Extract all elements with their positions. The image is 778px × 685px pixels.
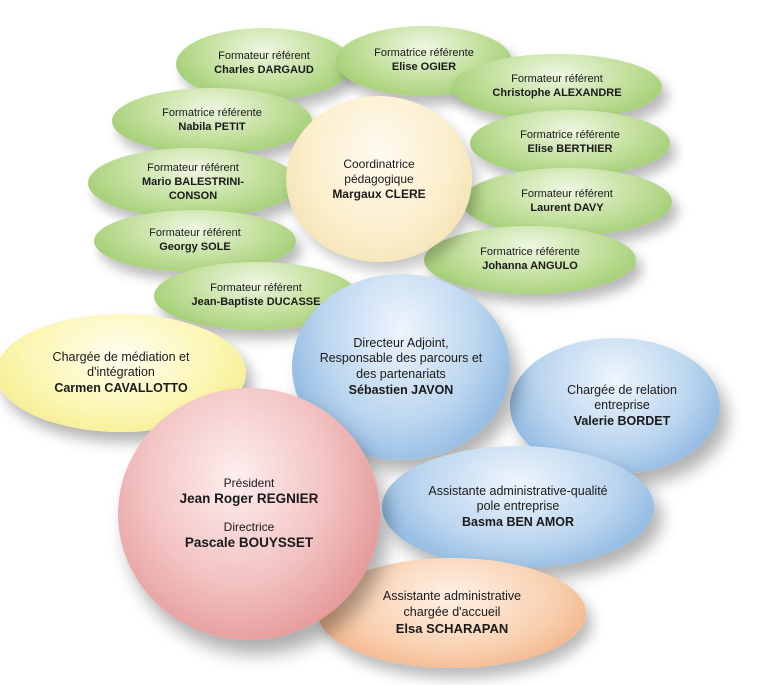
role-label: Formatrice référente bbox=[374, 47, 474, 60]
bubble-christophe-alexandre: Formateur référent Christophe ALEXANDRE bbox=[452, 54, 662, 120]
role-label: Assistante administrative-qualité pole e… bbox=[428, 483, 608, 514]
role-label: Formateur référent bbox=[521, 188, 613, 201]
role-label-president: Président bbox=[223, 476, 275, 491]
person-name: Carmen CAVALLOTTO bbox=[54, 380, 188, 395]
bubble-basma-ben-amor: Assistante administrative-qualité pole e… bbox=[382, 446, 654, 568]
person-name: Georgy SOLE bbox=[159, 241, 231, 253]
bubble-president-directrice: Président Jean Roger REGNIER Directrice … bbox=[118, 388, 380, 640]
role-label: Coordinatrice pédagogique bbox=[343, 156, 415, 186]
bubble-laurent-davy: Formateur référent Laurent DAVY bbox=[462, 168, 672, 236]
role-label: Formateur référent bbox=[511, 73, 603, 86]
person-name: Laurent DAVY bbox=[530, 202, 604, 214]
role-label: Assistante administrative chargée d'accu… bbox=[382, 589, 522, 619]
person-name: Nabila PETIT bbox=[178, 121, 246, 133]
person-name: Mario BALESTRINI-CONSON bbox=[141, 176, 245, 202]
role-label: Directeur Adjoint, Responsable des parco… bbox=[319, 335, 483, 381]
person-name: Jean-Baptiste DUCASSE bbox=[191, 296, 321, 308]
role-label: Formatrice référente bbox=[162, 107, 262, 120]
bubble-mario-balestrini: Formateur référent Mario BALESTRINI-CONS… bbox=[88, 148, 298, 218]
person-name: Christophe ALEXANDRE bbox=[492, 87, 622, 99]
bubble-johanna-angulo: Formatrice référente Johanna ANGULO bbox=[424, 226, 636, 294]
person-name: Elise OGIER bbox=[391, 61, 457, 73]
role-label: Formateur référent bbox=[218, 50, 310, 63]
role-label: Formateur référent bbox=[149, 227, 241, 240]
person-name-directrice: Pascale BOUYSSET bbox=[184, 535, 314, 550]
person-name: Sébastien JAVON bbox=[348, 382, 454, 397]
person-name: Johanna ANGULO bbox=[482, 260, 578, 272]
role-label-directrice: Directrice bbox=[223, 520, 275, 534]
person-name: Elsa SCHARAPAN bbox=[395, 620, 509, 636]
person-name: Elise BERTHIER bbox=[527, 143, 613, 155]
role-label: Formatrice référente bbox=[480, 246, 580, 259]
person-name: Margaux CLERE bbox=[332, 186, 426, 201]
bubble-margaux-clere: Coordinatrice pédagogique Margaux CLERE bbox=[286, 96, 472, 262]
bubble-georgy-sole: Formateur référent Georgy SOLE bbox=[94, 210, 296, 272]
role-label: Formateur référent bbox=[147, 162, 239, 175]
role-label: Formatrice référente bbox=[520, 129, 620, 142]
bubble-elise-berthier: Formatrice référente Elise BERTHIER bbox=[470, 110, 670, 176]
role-label: Chargée de relation entreprise bbox=[567, 382, 677, 413]
person-name: Charles DARGAUD bbox=[214, 64, 314, 76]
role-label: Formateur référent bbox=[210, 282, 302, 295]
role-label: Chargée de médiation et d'intégration bbox=[52, 349, 190, 380]
bubble-nabila-petit: Formatrice référente Nabila PETIT bbox=[112, 88, 312, 154]
person-name-president: Jean Roger REGNIER bbox=[179, 491, 319, 507]
person-name: Basma BEN AMOR bbox=[461, 514, 575, 529]
person-name: Valerie BORDET bbox=[573, 413, 671, 428]
